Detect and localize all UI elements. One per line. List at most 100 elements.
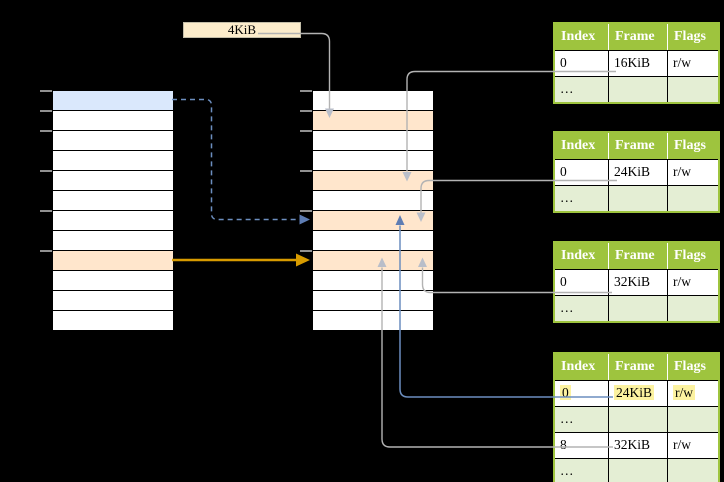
row-tick [40, 89, 52, 92]
frame-table-cell: … [555, 186, 609, 211]
frame-table-cell: 32KiB [609, 433, 668, 458]
frame-table-cell [668, 186, 718, 211]
connector-virtual0-to-physical [172, 98, 299, 221]
row-tick [300, 109, 312, 112]
frame-table-cell: … [555, 459, 609, 482]
memory-row-0 [313, 91, 433, 111]
memory-row-6 [313, 211, 433, 231]
page-size-label: 4KiB [183, 22, 301, 38]
frame-table-cell: 16KiB [609, 51, 668, 76]
header-cell-flags: Flags [674, 359, 706, 374]
frame-table-cell: r/w [673, 164, 691, 179]
frame-table-cell: 24KiB [609, 160, 668, 185]
arrowhead-right-icon [299, 214, 310, 225]
virtual-page-table [52, 90, 174, 332]
frame-table-cell: 0 [555, 51, 609, 76]
memory-row-11 [53, 311, 173, 331]
frame-table-cell: 24KiB [609, 381, 668, 406]
memory-row-4 [53, 171, 173, 191]
memory-row-7 [313, 231, 433, 251]
memory-row-9 [313, 271, 433, 291]
row-tick [40, 109, 52, 112]
header-cell-index: Index [555, 24, 609, 50]
memory-row-4 [313, 171, 433, 191]
header-cell-frame: Frame [609, 354, 668, 380]
memory-row-10 [313, 291, 433, 311]
row-tick [300, 129, 312, 132]
memory-row-3 [313, 151, 433, 171]
header-cell-index: Index [555, 354, 609, 380]
frame-table-row: 0 24KiB r/w [555, 380, 718, 406]
frame-table-cell [609, 459, 668, 482]
frame-table-cell [668, 77, 718, 102]
header-cell-index: Index [555, 133, 609, 159]
memory-row-10 [53, 291, 173, 311]
highlighted-value: 24KiB [614, 385, 655, 400]
frame-table-cell: r/w [673, 437, 691, 452]
row-tick [300, 169, 312, 172]
frame-table-cell: … [555, 407, 609, 432]
row-tick [300, 249, 312, 252]
frame-table-row: … [555, 295, 718, 321]
page-size-label-text: 4KiB [227, 22, 257, 37]
frame-table-cell: … [555, 296, 609, 321]
row-tick [300, 89, 312, 92]
row-tick [40, 169, 52, 172]
row-tick [40, 249, 52, 252]
physical-frame-table [312, 90, 434, 332]
memory-row-1 [313, 111, 433, 131]
frame-table-cell [609, 77, 668, 102]
frame-table-cell: r/w [668, 381, 718, 406]
frame-table-row: … [555, 76, 718, 102]
frame-table-cell: 8 [555, 433, 609, 458]
row-tick [40, 129, 52, 132]
arrowhead-right-icon [296, 253, 310, 267]
header-cell-index: Index [555, 243, 609, 269]
frame-table-cell [609, 296, 668, 321]
frame-table-row: … [555, 406, 718, 432]
frame-table-row: … [555, 458, 718, 482]
frame-table-cell: 32KiB [609, 270, 668, 295]
frame-table-cell: r/w [673, 274, 691, 289]
header-cell-frame: Frame [609, 133, 668, 159]
frame-table-cell [668, 459, 718, 482]
header-cell-frame: Frame [609, 243, 668, 269]
frame-table-cell: 0 [555, 381, 609, 406]
highlighted-value: r/w [673, 385, 695, 400]
memory-row-9 [53, 271, 173, 291]
memory-row-8 [313, 251, 433, 271]
memory-row-11 [313, 311, 433, 331]
header-cell-flags: Flags [674, 248, 706, 263]
highlighted-value: 0 [560, 385, 571, 400]
memory-row-5 [313, 191, 433, 211]
frame-table-cell [668, 296, 718, 321]
memory-row-5 [53, 191, 173, 211]
memory-row-2 [53, 131, 173, 151]
memory-row-3 [53, 151, 173, 171]
frame-table-cell: r/w [673, 55, 691, 70]
row-tick [300, 209, 312, 212]
memory-row-2 [313, 131, 433, 151]
memory-row-1 [53, 111, 173, 131]
header-cell-frame: Frame [609, 24, 668, 50]
frame-table-cell: 0 [555, 160, 609, 185]
memory-row-0 [53, 91, 173, 111]
header-cell-flags: Flags [674, 29, 706, 44]
frame-table-cell [668, 407, 718, 432]
memory-row-6 [53, 211, 173, 231]
row-tick [40, 209, 52, 212]
frame-table-cell [609, 407, 668, 432]
memory-row-7 [53, 231, 173, 251]
frame-table-cell: … [555, 77, 609, 102]
frame-table-cell [609, 186, 668, 211]
